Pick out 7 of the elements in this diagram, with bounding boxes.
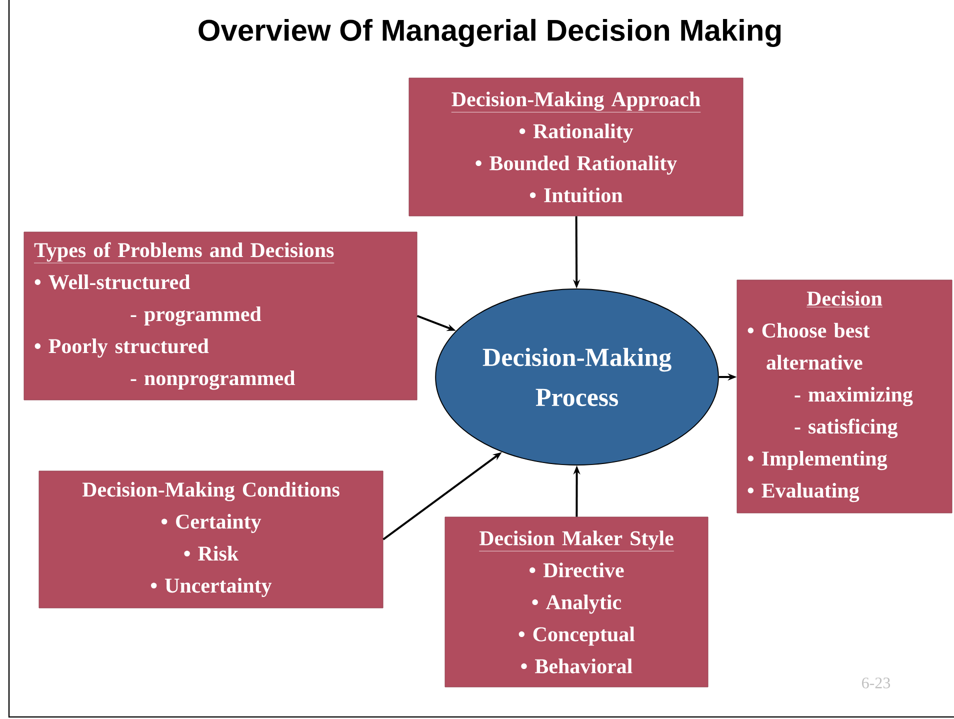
process-box: Types of Problems and Decisions • Well-structured - programmed • Poorly structured - nonprogrammed	[24, 232, 418, 400]
process-box: Decision-Making Approach • Rationality • Bounded Rationality • Intuition	[408, 78, 744, 216]
process-box: Decision Maker Style • Directive • Analytic • Conceptual • Behavioral	[444, 516, 708, 688]
title: Overview Of Managerial Decision Making	[198, 18, 781, 48]
page-number: 6-23	[862, 678, 890, 688]
process-box: Decision • Choose best alternative - maximizing - satisficing • Implementing • Evaluating	[736, 280, 952, 514]
process-box: Decision-Making Conditions • Certainty • Risk • Uncertainty	[38, 470, 384, 608]
